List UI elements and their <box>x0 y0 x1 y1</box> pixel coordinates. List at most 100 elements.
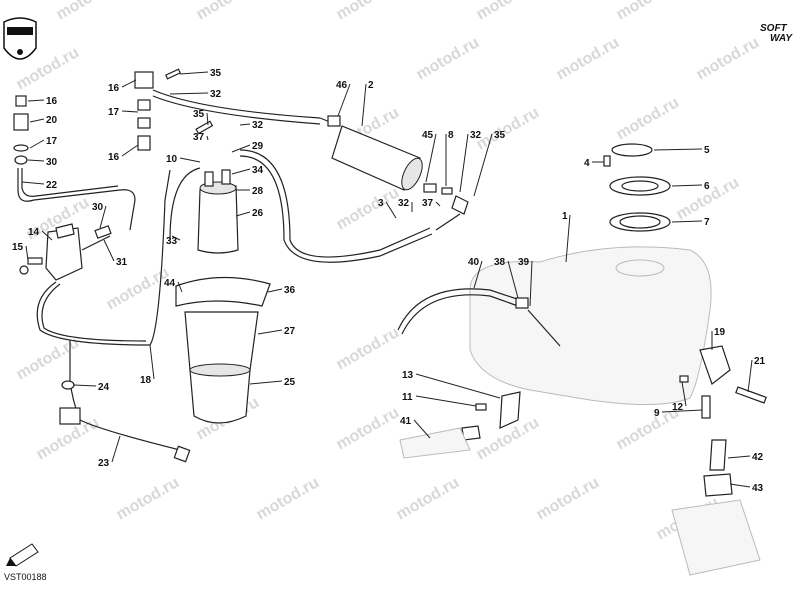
leader-line <box>121 110 139 113</box>
leader-line <box>149 344 155 380</box>
bracket-36 <box>175 276 271 307</box>
washer-30 <box>14 155 28 165</box>
nut-12 <box>679 375 689 383</box>
fitting-20 <box>13 113 29 131</box>
filter-2 <box>331 125 421 191</box>
leader-line <box>473 133 493 197</box>
fuel-pump-assembly <box>134 68 433 424</box>
callout-22: 22 <box>46 180 58 191</box>
oring-17 <box>13 144 29 152</box>
leader-line <box>267 288 283 293</box>
callout-46: 46 <box>336 80 348 91</box>
leader-line <box>747 359 753 393</box>
callout-layer: 1620173022141530312418233532161716353237… <box>12 68 766 494</box>
leader-line <box>231 168 251 175</box>
callout-40: 40 <box>468 257 480 268</box>
leader-line <box>653 148 703 151</box>
leader-line <box>99 205 107 229</box>
bracket-13 <box>499 391 521 429</box>
left-hose-assembly <box>13 95 191 463</box>
fuel-filter-canister <box>319 115 469 231</box>
hose-39 <box>527 309 561 347</box>
housing-25 <box>189 369 251 424</box>
callout-38: 38 <box>494 257 506 268</box>
brand-corner: SOFT WAY <box>760 23 793 44</box>
watermark-text: motod.ru <box>414 34 483 83</box>
callout-37: 37 <box>422 198 434 209</box>
fitting-45 <box>423 183 437 193</box>
leader-line <box>473 260 483 289</box>
callout-24: 24 <box>98 382 110 393</box>
leader-line <box>671 220 703 223</box>
callout-32: 32 <box>398 198 410 209</box>
callout-8: 8 <box>448 130 454 141</box>
watermark-text: motod.ru <box>614 94 683 143</box>
callout-17: 17 <box>46 136 58 147</box>
watermark-text: motod.ru <box>114 474 183 523</box>
watermark-text: motod.ru <box>194 0 263 23</box>
watermark-text: motod.ru <box>14 334 83 383</box>
fitting-46 <box>327 115 341 127</box>
fitting-17 <box>137 99 151 111</box>
callout-35: 35 <box>210 68 222 79</box>
watermark-text: motod.ru <box>334 184 403 233</box>
hose-33 <box>169 167 201 241</box>
leader-line <box>681 381 687 407</box>
bolt-9 <box>701 395 711 419</box>
fitting-16-top <box>134 71 154 89</box>
callout-9: 9 <box>654 408 660 419</box>
pump-26 <box>197 185 239 254</box>
leader-line <box>529 260 533 307</box>
leader-line <box>177 281 183 293</box>
watermark-text: motod.ru <box>54 0 123 23</box>
leader-line <box>565 214 571 263</box>
watermark-text: motod.ru <box>254 474 323 523</box>
leader-line <box>27 159 45 162</box>
watermark-text: motod.ru <box>534 474 603 523</box>
leader-line <box>206 135 209 141</box>
leader-line <box>179 157 201 163</box>
bolt-21 <box>735 386 767 404</box>
leader-line <box>27 99 45 102</box>
bracket-19 <box>699 345 731 385</box>
fitting-16 <box>15 95 27 107</box>
fwd-arrow-icon <box>6 543 39 567</box>
leader-line <box>415 373 501 399</box>
leader-line <box>235 211 251 217</box>
callout-34: 34 <box>252 165 264 176</box>
leader-line <box>337 83 351 117</box>
leader-line <box>413 419 431 439</box>
callout-23: 23 <box>98 458 110 469</box>
leader-line <box>459 133 469 193</box>
screw-11 <box>475 403 487 411</box>
leader-line <box>671 184 703 187</box>
leader-line <box>257 329 283 335</box>
leader-line <box>103 239 115 262</box>
leader-line <box>21 181 45 185</box>
callout-19: 19 <box>714 327 726 338</box>
leader-line <box>435 201 441 207</box>
callout-39: 39 <box>518 257 530 268</box>
callout-15: 15 <box>12 242 24 253</box>
callout-14: 14 <box>28 227 40 238</box>
tank-1 <box>469 246 712 406</box>
brand-line1: SOFT <box>760 23 788 34</box>
tank-mount-group <box>671 345 767 576</box>
elbow-37 <box>451 195 469 215</box>
callout-28: 28 <box>252 186 264 197</box>
leader-line <box>169 92 209 95</box>
callout-25: 25 <box>284 377 296 388</box>
leader-line <box>41 230 53 241</box>
watermark-text: motod.ru <box>694 34 763 83</box>
watermark-text: motod.ru <box>334 0 403 23</box>
hose-40 <box>397 288 521 331</box>
brand-line2: WAY <box>770 33 793 44</box>
callout-30: 30 <box>92 202 104 213</box>
callout-11: 11 <box>402 392 413 403</box>
callout-27: 27 <box>284 326 296 337</box>
leader-line <box>171 235 181 241</box>
callout-16: 16 <box>108 152 120 163</box>
leader-line <box>385 201 397 219</box>
callout-35: 35 <box>193 109 205 120</box>
callout-32: 32 <box>210 89 222 100</box>
